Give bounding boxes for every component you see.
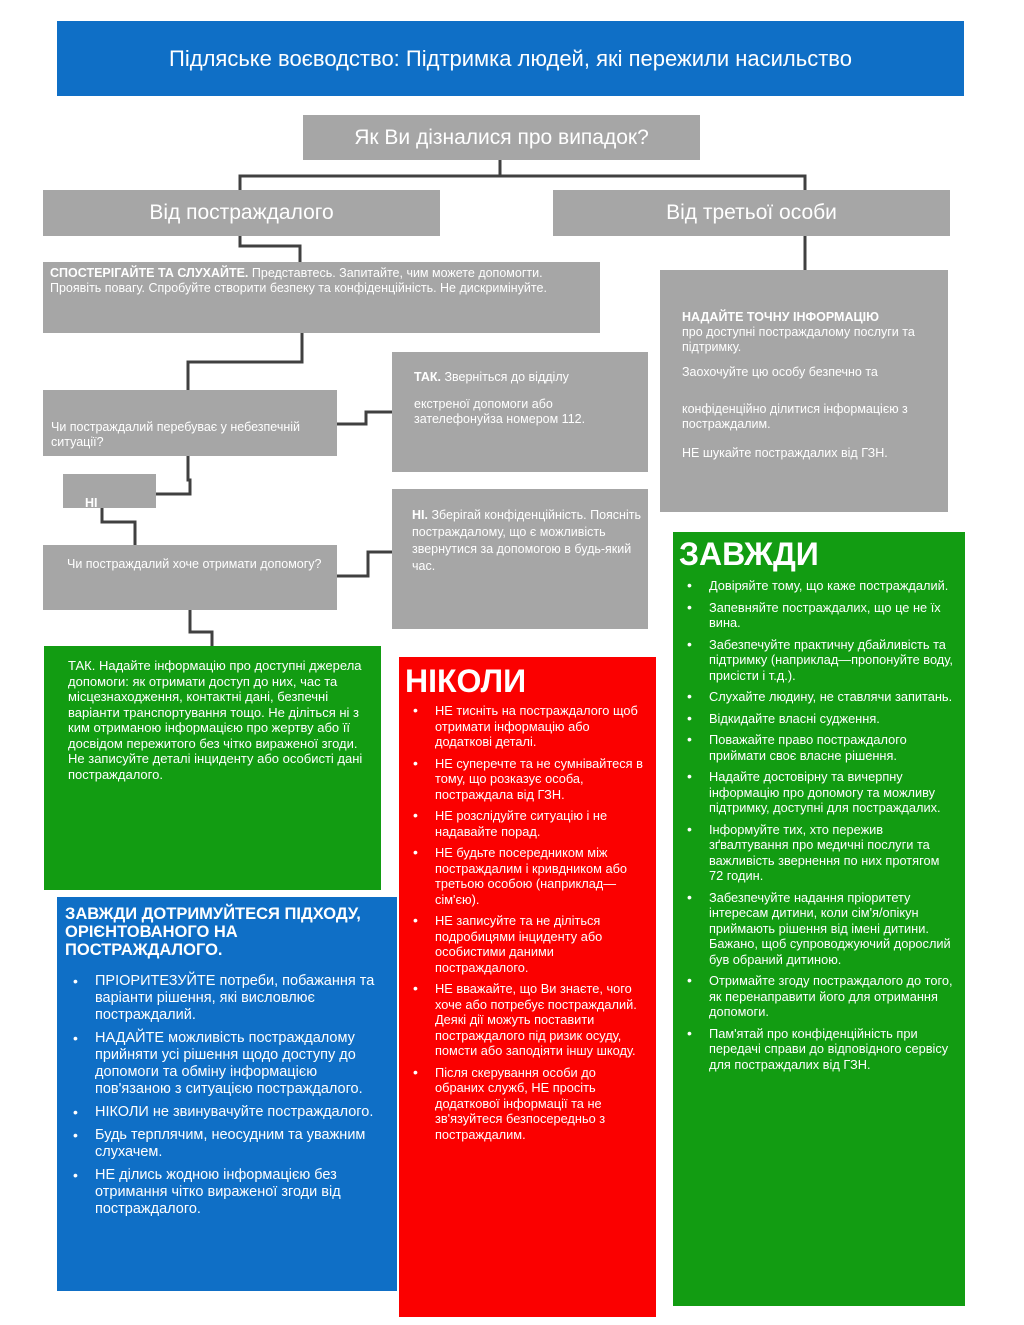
connector-to-no-box <box>337 550 392 578</box>
survivor-centered-box: ЗАВЖДИ ДОТРИМУЙТЕСЯ ПІДХОДУ, ОРІЄНТОВАНО… <box>57 897 397 1291</box>
list-item: ПРІОРИТЕЗУЙТЕ потреби, побажання та варі… <box>65 973 387 1024</box>
third-party-lead: НАДАЙТЕ ТОЧНУ ІНФОРМАЦІЮ <box>682 310 879 324</box>
connector-to-help-question <box>100 508 137 545</box>
no-label: НІ <box>85 496 98 510</box>
question-main-text: Як Ви дізналися про випадок? <box>354 125 649 149</box>
list-item: Забезпечуйте надання пріоритету інтереса… <box>679 890 955 968</box>
third-party-line1: про доступні постраждалому послуги та пі… <box>682 325 915 354</box>
third-party-line4: НЕ шукайте постраждалих від ГЗН. <box>682 446 888 460</box>
list-item: НЕ розслідуйте ситуацію і не надавайте п… <box>405 808 646 839</box>
danger-question-box: Чи постраждалий перебуває у небезпечній … <box>43 390 337 456</box>
third-party-info-box: НАДАЙТЕ ТОЧНУ ІНФОРМАЦІЮ про доступні по… <box>660 270 948 512</box>
connector-to-no-label <box>156 456 192 496</box>
yes-line1: Зверніться до відділу <box>440 370 569 384</box>
yes-help-info-box: ТАК. Надайте інформацію про доступні дже… <box>44 646 381 890</box>
observe-text: Представтесь. Запитайте, чим можете допо… <box>50 266 547 295</box>
list-item: НЕ будьте посередником між постраждалим … <box>405 845 646 907</box>
survivor-centered-list: ПРІОРИТЕЗУЙТЕ потреби, побажання та варі… <box>65 973 387 1218</box>
branch-from-victim: Від постраждалого <box>43 190 440 236</box>
list-item: Поважайте право постраждалого приймати с… <box>679 732 955 763</box>
list-item: Довіряйте тому, що каже постраждалий. <box>679 578 955 594</box>
survivor-centered-heading: ЗАВЖДИ ДОТРИМУЙТЕСЯ ПІДХОДУ, ОРІЄНТОВАНО… <box>65 905 361 959</box>
list-item: НЕ суперечте та не сумнівайтеся в тому, … <box>405 756 646 803</box>
no-box-text: Зберігай конфіденційність. Поясніть пост… <box>412 508 641 573</box>
no-label-box: НІ <box>63 474 156 510</box>
list-item: Будь терплячим, неосудним та уважним слу… <box>65 1127 387 1161</box>
list-item: Інформуйте тих, хто пережив зґвалтування… <box>679 822 955 884</box>
list-item: Запевняйте постраждалих, що це не їх вин… <box>679 600 955 631</box>
no-box-lead: НІ. <box>412 508 428 522</box>
list-item: Після скерування особи до обраних служб,… <box>405 1065 646 1143</box>
list-item: Пам'ятай про конфіденційність при переда… <box>679 1026 955 1073</box>
question-main: Як Ви дізналися про випадок? <box>303 115 700 160</box>
branch-from-third-party-text: Від третьої особи <box>666 201 837 224</box>
danger-question-text: Чи постраждалий перебуває у небезпечній … <box>51 420 300 449</box>
list-item: Отримайте згоду постраждалого до того, я… <box>679 973 955 1020</box>
connector-to-right-branch <box>500 174 807 190</box>
yes-emergency-box: ТАК. Зверніться до відділу екстреної доп… <box>392 352 648 472</box>
branch-from-victim-text: Від постраждалого <box>149 201 334 224</box>
yes-help-info-text: ТАК. Надайте інформацію про доступні дже… <box>68 658 363 782</box>
never-list: НЕ тисніть на постраждалого щоб отримати… <box>405 703 646 1142</box>
third-party-line3: конфіденційно ділитися інформацією з пос… <box>682 402 908 431</box>
never-box: НІКОЛИ НЕ тисніть на постраждалого щоб о… <box>399 657 656 1317</box>
list-item: НЕ ділись жодною інформацією без отриман… <box>65 1167 387 1218</box>
connector-to-danger-question <box>186 333 304 390</box>
list-item: Забезпечуйте практичну дбайливість та пі… <box>679 637 955 684</box>
page-title: Підляське воєводство: Підтримка людей, я… <box>169 45 852 71</box>
observe-lead: СПОСТЕРІГАЙТЕ ТА СЛУХАЙТЕ. <box>50 266 249 280</box>
third-party-line2: Заохочуйте цю особу безпечно та <box>682 365 878 379</box>
list-item: НЕ тисніть на постраждалого щоб отримати… <box>405 703 646 750</box>
help-question-text: Чи постраждалий хоче отримати допомогу? <box>67 557 322 571</box>
list-item: Слухайте людину, не ставлячи запитань. <box>679 689 955 705</box>
connector-to-green-yes <box>188 610 214 646</box>
yes-line2: екстреної допомоги або зателефонуйза ном… <box>414 397 586 426</box>
connector-to-yes-box <box>337 410 392 426</box>
always-list: Довіряйте тому, що каже постраждалий. За… <box>679 578 955 1072</box>
no-confidentiality-box: НІ. Зберігай конфіденційність. Поясніть … <box>392 489 648 629</box>
list-item: НІКОЛИ не звинувачуйте постраждалого. <box>65 1104 387 1121</box>
list-item: НАДАЙТЕ можливість постраждалому прийнят… <box>65 1030 387 1098</box>
always-box: ЗАВЖДИ Довіряйте тому, що каже постражда… <box>673 532 965 1306</box>
branch-from-third-party: Від третьої особи <box>553 190 950 236</box>
always-heading: ЗАВЖДИ <box>679 536 819 572</box>
list-item: Відкидайте власні судження. <box>679 711 955 727</box>
list-item: Надайте достовірну та вичерпну інформаці… <box>679 769 955 816</box>
list-item: НЕ вважайте, що Ви знаєте, чого хоче або… <box>405 981 646 1059</box>
connector-to-observe <box>238 236 302 262</box>
never-heading: НІКОЛИ <box>405 663 527 699</box>
observe-listen-box: СПОСТЕРІГАЙТЕ ТА СЛУХАЙТЕ. Представтесь.… <box>43 262 600 333</box>
yes-lead: ТАК. <box>414 370 441 384</box>
help-question-box: Чи постраждалий хоче отримати допомогу? <box>43 545 337 610</box>
connector-to-left-branch <box>238 160 502 190</box>
list-item: НЕ записуйте та не діліться подробицями … <box>405 913 646 975</box>
page-title-banner: Підляське воєводство: Підтримка людей, я… <box>57 21 964 96</box>
